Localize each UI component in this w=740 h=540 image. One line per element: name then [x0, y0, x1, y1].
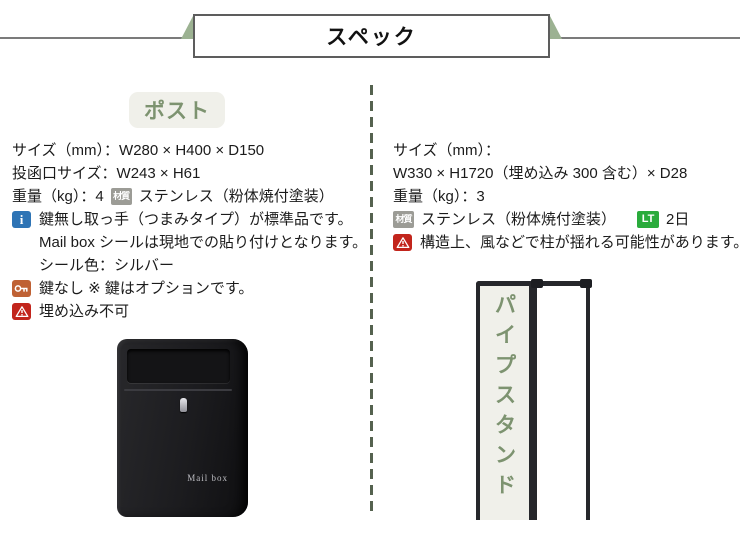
- post-warning-note: 埋め込み不可: [12, 300, 364, 323]
- post-weight-line: 重量（kg）：4 材質 ステンレス（粉体焼付塗装）: [12, 185, 364, 208]
- lead-time-value: 2日: [666, 211, 690, 228]
- stand-header: パイプスタンド: [476, 281, 533, 520]
- pipe-stand-product-image: [531, 279, 592, 520]
- page-title: スペック: [326, 26, 417, 49]
- post-header: ポスト: [129, 92, 225, 128]
- info-icon: i: [12, 211, 31, 228]
- post-info-text: 鍵無し取っ手（つまみタイプ）が標準品です。 Mail box シールは現地での貼…: [39, 208, 367, 277]
- stand-weight-line: 重量（kg）：3: [393, 188, 485, 205]
- post-key-text: 鍵なし ※ 鍵はオプションです。: [39, 280, 254, 297]
- ribbon-line-left: [0, 37, 186, 39]
- post-info-note: i 鍵無し取っ手（つまみタイプ）が標準品です。 Mail box シールは現地で…: [12, 208, 367, 277]
- warning-glyph: [15, 306, 28, 318]
- post-info-line1: 鍵無し取っ手（つまみタイプ）が標準品です。: [39, 211, 353, 228]
- warning-glyph: [396, 237, 409, 249]
- mailbox-product-image: Mail box: [117, 339, 248, 517]
- post-warning-text: 埋め込み不可: [39, 303, 130, 320]
- stand-material-value: ステンレス（粉体焼付塗装）: [421, 211, 617, 228]
- stand-size-label: サイズ（mm）：: [393, 142, 501, 159]
- stand-warning-text: 構造上、風などで柱が揺れる可能性があります。: [420, 234, 740, 251]
- post-info-line3: シール色：シルバー: [39, 257, 175, 274]
- key-icon: [12, 280, 31, 297]
- lead-time-group: LT 2日: [637, 208, 689, 231]
- ribbon-fold-left-icon: [181, 16, 193, 39]
- stand-material-line: 材質 ステンレス（粉体焼付塗装） LT 2日: [393, 208, 738, 231]
- warning-triangle-icon: [12, 303, 31, 320]
- ribbon-line-right: [556, 37, 740, 39]
- stand-warning-note: 構造上、風などで柱が揺れる可能性があります。: [393, 231, 740, 254]
- post-size-line: サイズ（mm）：W280 × H400 × D150: [12, 142, 265, 159]
- warning-triangle-icon: [393, 234, 412, 251]
- column-divider: [370, 85, 373, 513]
- material-badge: 材質: [393, 211, 414, 228]
- stand-column: サイズ（mm）： W330 × H1720（埋め込み 300 含む）× D28 …: [393, 139, 740, 254]
- stand-size-value: W330 × H1720（埋め込み 300 含む）× D28: [393, 165, 688, 182]
- section-banner: スペック: [193, 14, 550, 58]
- pipe-joint-right: [580, 279, 592, 288]
- mailbox-knob: [180, 398, 187, 412]
- mailbox-flap: [127, 349, 230, 383]
- post-info-line2: Mail box シールは現地での貼り付けとなります。: [39, 234, 368, 251]
- ribbon-fold-right-icon: [550, 16, 562, 39]
- post-weight-value: 重量（kg）：4: [12, 188, 104, 205]
- post-column: サイズ（mm）：W280 × H400 × D150 投函口サイズ：W243 ×…: [12, 139, 367, 323]
- mailbox-label: Mail box: [187, 473, 228, 483]
- mailbox-door-seam: [124, 389, 232, 391]
- lead-time-badge: LT: [637, 211, 660, 228]
- material-badge: 材質: [110, 188, 132, 205]
- pipe-joint-left: [531, 279, 543, 288]
- post-key-note: 鍵なし ※ 鍵はオプションです。: [12, 277, 364, 300]
- post-slot-line: 投函口サイズ：W243 × H61: [12, 165, 201, 182]
- post-material-value: ステンレス（粉体焼付塗装）: [138, 188, 334, 205]
- key-glyph: [14, 285, 28, 292]
